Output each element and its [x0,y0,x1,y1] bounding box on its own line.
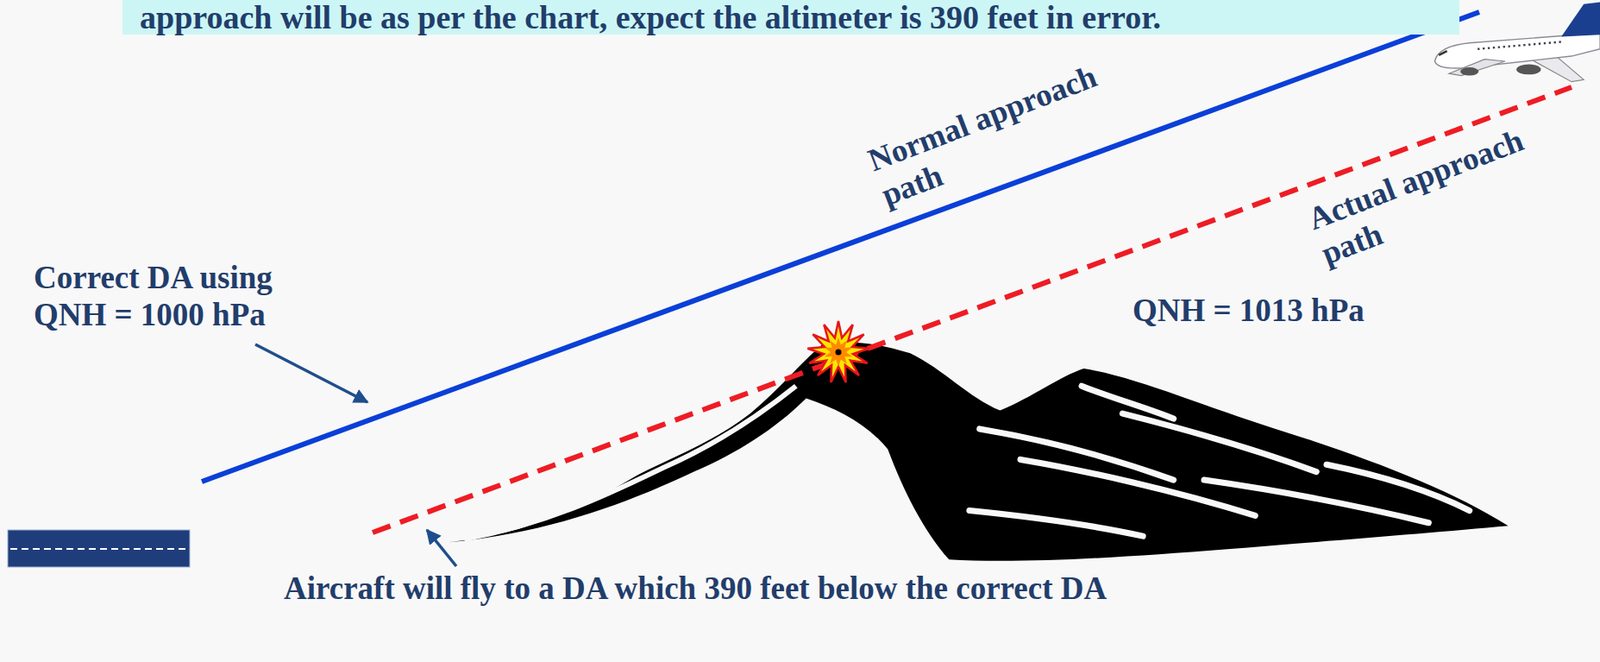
runway [7,529,190,567]
callout-text-box: Correct DA using QNH = 1000 hPa [33,258,327,333]
pressure-label: QNH = 1013 hPa [1132,291,1365,329]
snow-streak [969,510,1143,537]
airplane [1434,1,1600,82]
snow-streak [1122,413,1317,471]
callout-text: Aircraft will fly to a DA which 390 feet… [283,569,1242,607]
banner-box: approach will be as per the chart, expec… [122,0,1460,35]
pressure-label-box: QNH = 1013 hPa [1132,291,1365,329]
airplane-cockpit [1438,50,1447,56]
airplane-engine [1460,67,1479,76]
explosion-dot [835,349,842,356]
ridge-highlight [464,385,797,539]
path-label-box: Normal approach path [863,42,1156,214]
snow-streak [1204,479,1429,523]
path-label-box: Actual approach path [1303,100,1596,273]
normal-approach-path [201,12,1480,482]
snow-streak [1326,464,1470,510]
runway-centerline [10,547,188,550]
mountain-silhouette [449,342,1509,561]
airplane-fuselage [1434,30,1600,68]
callout-text-box: Aircraft will fly to a DA which 390 feet… [283,569,1242,607]
snow-streaks [969,385,1470,536]
airplane-tail [1561,1,1600,37]
leader-arrow [426,529,457,566]
snow-streak [1081,385,1174,419]
airplane-wing [1449,59,1506,76]
leader-arrow [255,344,368,402]
runway-strip [7,529,190,567]
airplane-windows [1477,42,1562,50]
airplane-engine [1516,64,1541,76]
explosion [807,320,869,383]
explosion-core [824,337,853,367]
path-label: Actual approach path [1303,100,1596,273]
callout-text: Correct DA using QNH = 1000 hPa [33,258,327,333]
snow-streak [1020,458,1255,515]
mountain [449,342,1509,561]
explosion-star [807,320,869,383]
path-label: Normal approach path [863,42,1156,214]
banner-text: approach will be as per the chart, expec… [139,0,1460,35]
